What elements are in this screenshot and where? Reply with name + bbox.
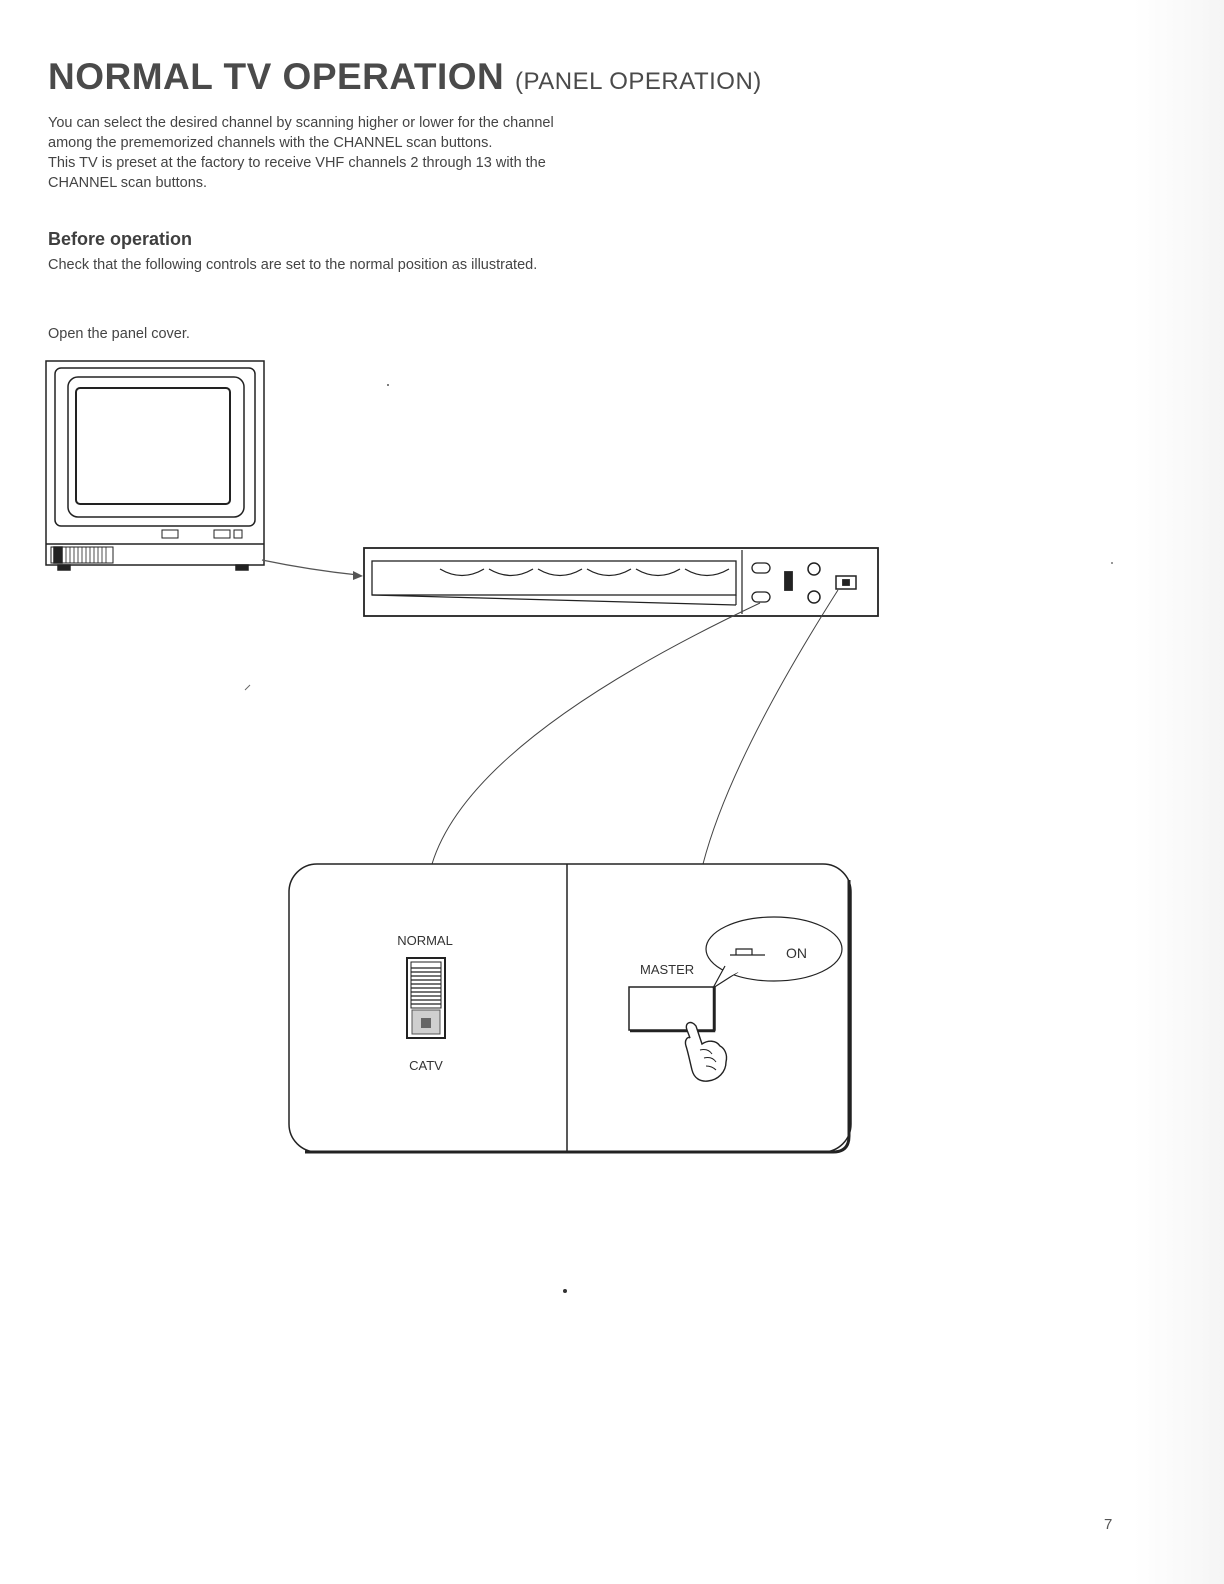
control-panel-drawing <box>363 547 879 617</box>
normal-catv-switch <box>406 957 446 1039</box>
page-number: 7 <box>1104 1516 1113 1533</box>
print-speck <box>563 1289 567 1293</box>
page-edge-shadow <box>1134 0 1224 1584</box>
before-operation-heading: Before operation <box>48 229 193 249</box>
title-main: NORMAL TV OPERATION <box>48 56 505 97</box>
switch-label-normal: NORMAL <box>397 933 453 948</box>
print-speck <box>387 384 389 386</box>
detail-box <box>288 863 852 1154</box>
print-speck <box>244 684 251 691</box>
title-subtitle: (PANEL OPERATION) <box>515 68 762 95</box>
on-callout-bubble <box>705 916 843 989</box>
page-title: NORMAL TV OPERATION (PANEL OPERATION) <box>48 56 762 98</box>
intro-paragraph-1: You can select the desired channel by sc… <box>48 115 554 151</box>
arrow-to-panel <box>261 559 363 580</box>
switch-label-catv: CATV <box>409 1058 443 1073</box>
callout-line-master <box>702 589 839 865</box>
print-speck <box>1111 562 1113 564</box>
before-operation-text: Check that the following controls are se… <box>48 257 538 273</box>
tv-set-drawing <box>45 360 265 571</box>
on-label: ON <box>786 945 807 961</box>
pointing-hand-icon <box>684 1021 728 1082</box>
callout-line-selector <box>431 602 761 865</box>
step-instruction: Open the panel cover. <box>48 326 190 342</box>
intro-text: You can select the desired channel by sc… <box>48 113 568 193</box>
master-label: MASTER <box>640 962 694 977</box>
intro-paragraph-2: This TV is preset at the factory to rece… <box>48 155 546 191</box>
master-button <box>628 986 716 1033</box>
